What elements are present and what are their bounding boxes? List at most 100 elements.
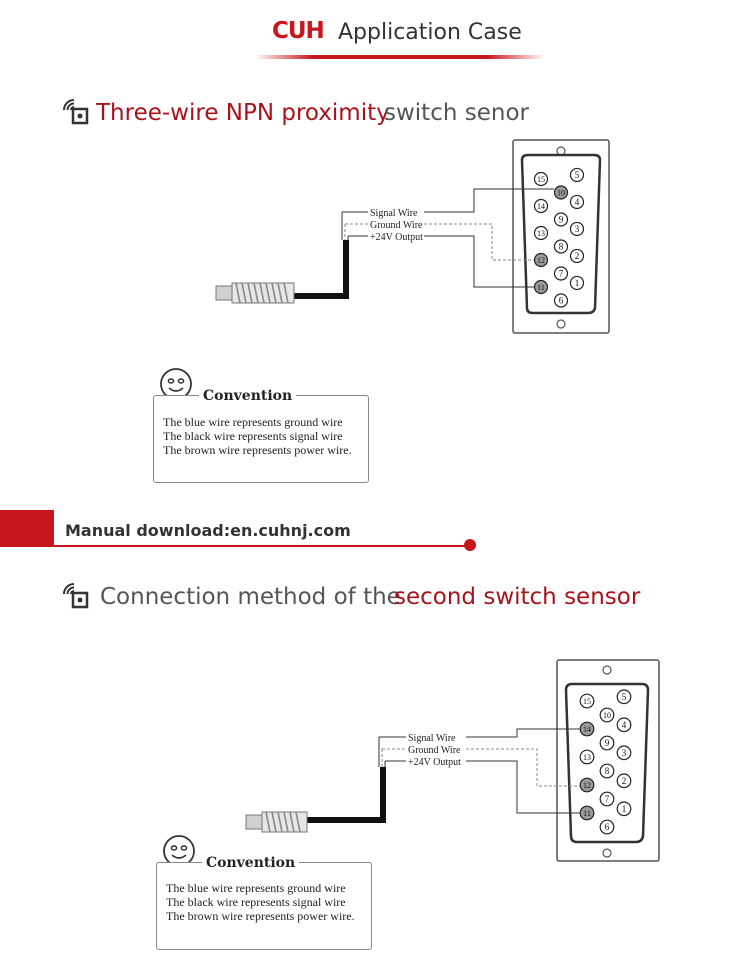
pin-15 [579, 693, 595, 709]
sensor-spring-coils [265, 811, 301, 833]
pin-11 [533, 279, 549, 295]
pin-label-1: 1 [622, 804, 627, 814]
sensor-head [215, 285, 233, 301]
pin-label-11: 11 [583, 809, 591, 818]
pin-label-8: 8 [559, 242, 564, 252]
pin-label-10: 10 [603, 711, 611, 720]
convention-line: The black wire represents signal wire [166, 895, 346, 909]
pin-label-4: 4 [622, 720, 627, 730]
pin-3 [569, 221, 585, 237]
power-output-label: +24V Output [408, 757, 461, 768]
sensor-cable [307, 767, 386, 823]
section2-title-gray: Connection method of the [100, 584, 401, 610]
power-output-label: +24V Output [370, 232, 423, 243]
proximity-sensor-icon [63, 583, 89, 609]
mount-hole-bottom [602, 848, 612, 858]
pin-label-1: 1 [575, 278, 580, 288]
pin-label-2: 2 [575, 251, 580, 261]
pin-label-7: 7 [559, 269, 564, 279]
section1-title-red: Three-wire NPN proximity [96, 100, 390, 126]
pin-9 [553, 212, 569, 227]
convention-box [153, 395, 369, 483]
pin-7 [599, 791, 615, 807]
pin-12 [579, 777, 595, 793]
pin-9 [599, 735, 615, 751]
proximity-sensor-icon [63, 99, 89, 125]
pin-label-15: 15 [537, 175, 545, 184]
pin-8 [553, 239, 569, 254]
ground-wire-label: Ground Wire [370, 220, 423, 231]
db15-connector-shell [520, 153, 602, 315]
pin-label-7: 7 [605, 794, 610, 804]
banner-underline [0, 545, 470, 547]
mount-hole-bottom [556, 319, 566, 329]
sensor-spring-coils [235, 282, 289, 304]
signal-wire-label: Signal Wire [370, 208, 418, 219]
pin-6 [599, 819, 615, 835]
pin-label-4: 4 [575, 197, 580, 207]
convention-title: Convention [206, 855, 296, 871]
pin-label-5: 5 [622, 692, 627, 702]
page-header: CUH Application Case [0, 0, 750, 70]
pin-label-5: 5 [575, 170, 580, 180]
convention-line: The brown wire represents power wire. [163, 443, 352, 457]
section2-title-red: second switch sensor [394, 584, 641, 610]
convention-title-wrap: Convention [199, 387, 297, 405]
banner-red-block [0, 510, 54, 545]
pin-1 [569, 275, 585, 291]
sensor-cable [294, 240, 349, 299]
pin-label-6: 6 [605, 822, 610, 832]
page-title: Application Case [338, 20, 522, 45]
pin-label-10: 10 [557, 189, 565, 198]
signal-route-pin14 [466, 728, 580, 738]
pin-1 [616, 801, 632, 817]
brand-logo: CUH [272, 18, 325, 44]
pin-label-3: 3 [575, 224, 580, 234]
pin-12 [533, 252, 549, 268]
ground-route-pin12 [424, 223, 534, 261]
pin-14 [533, 198, 549, 214]
pin-label-12: 12 [583, 781, 591, 790]
power-route-pin11 [466, 760, 580, 814]
convention-title-wrap: Convention [202, 854, 300, 872]
convention-title: Convention [203, 388, 293, 404]
pin-3 [616, 745, 632, 761]
ground-route-pin12 [466, 748, 580, 787]
pin-label-9: 9 [559, 215, 564, 225]
header-underline [255, 55, 545, 59]
signal-route-pin10 [424, 188, 554, 213]
pin-2 [569, 248, 585, 264]
pin-label-14: 14 [537, 202, 545, 211]
pin-label-11: 11 [537, 283, 545, 292]
pin-label-3: 3 [622, 748, 627, 758]
pin-6 [553, 293, 569, 308]
pin-label-9: 9 [605, 738, 610, 748]
section1-convention: Convention The blue wire represents grou… [153, 368, 369, 483]
signal-wire-label: Signal Wire [408, 733, 456, 744]
pin-8 [599, 763, 615, 779]
sensor-head [245, 814, 263, 830]
mount-hole-top [602, 665, 612, 675]
pin-5 [616, 689, 632, 705]
pin-label-8: 8 [605, 766, 610, 776]
section2-convention: Convention The blue wire represents grou… [156, 835, 372, 950]
pin-label-14: 14 [583, 725, 591, 734]
pin-13 [533, 225, 549, 241]
pin-label-6: 6 [559, 296, 564, 306]
pin-label-12: 12 [537, 256, 545, 265]
pin-4 [569, 194, 585, 210]
ground-wire-label: Ground Wire [408, 745, 461, 756]
convention-line: The black wire represents signal wire [163, 429, 343, 443]
convention-line: The blue wire represents ground wire [166, 881, 346, 895]
convention-box [156, 862, 372, 950]
manual-download-link[interactable]: Manual download:en.cuhnj.com [65, 521, 351, 540]
pin-label-13: 13 [583, 753, 591, 762]
pin-4 [616, 717, 632, 733]
section1-title-gray: switch senor [384, 100, 529, 126]
pin-2 [616, 773, 632, 789]
pin-10 [599, 707, 615, 723]
